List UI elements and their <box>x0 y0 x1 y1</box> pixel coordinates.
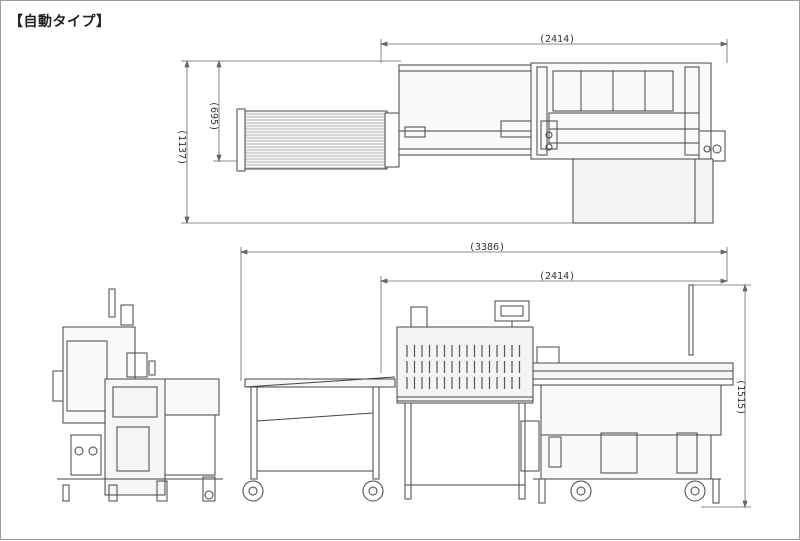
front-conveyor-table <box>242 376 396 502</box>
dim-front-height-label: (1515) <box>735 379 746 415</box>
dim-top-height-inner-label: (695) <box>208 101 219 131</box>
dim-top-height-outer <box>181 59 576 225</box>
front-shrink-tunnel <box>396 300 534 500</box>
dim-front-total <box>239 247 729 381</box>
dim-top-height-outer-label: (1137) <box>176 129 187 165</box>
dim-front-total-label: (3386) <box>469 242 505 253</box>
dim-front-machine <box>379 276 729 373</box>
dim-top-height-inner <box>213 59 241 163</box>
front-view: (3386) (2414) (1515) <box>239 242 751 509</box>
top-conveyor-stack <box>236 108 400 172</box>
dim-top-width-label: (2414) <box>539 34 575 45</box>
front-wrapping-machine <box>520 284 734 504</box>
top-tunnel <box>398 64 540 156</box>
top-view: (2414) (1137) (695) <box>176 34 729 225</box>
dim-top-width <box>379 39 729 63</box>
page-title: 【自動タイプ】 <box>9 14 111 30</box>
side-view <box>52 288 223 502</box>
dim-front-height <box>691 283 751 509</box>
dim-front-machine-label: (2414) <box>539 271 575 282</box>
top-machine <box>530 62 726 224</box>
